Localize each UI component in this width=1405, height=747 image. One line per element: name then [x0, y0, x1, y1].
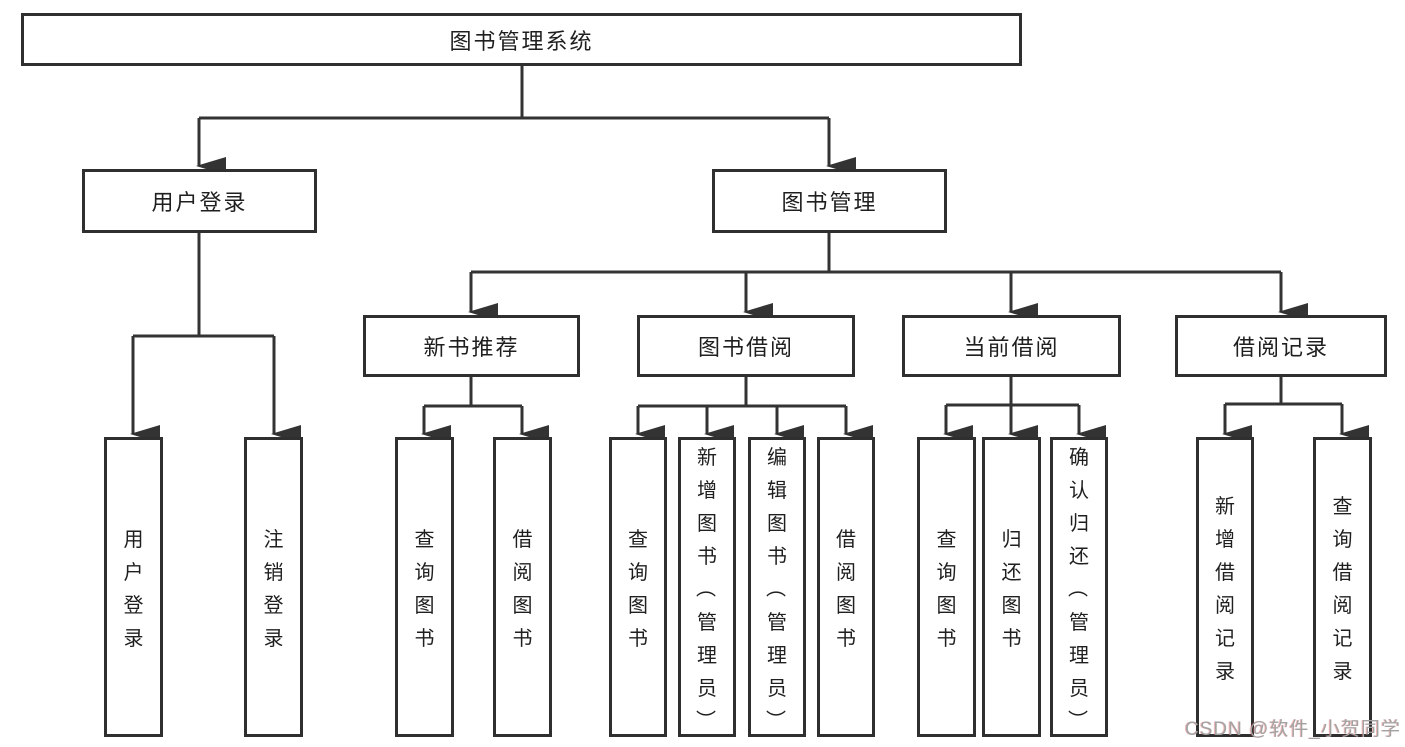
node-label: 查询借阅记录 — [1332, 496, 1353, 683]
watermark: CSDN @软件_小贺同学 — [1185, 719, 1401, 740]
leaf-borrow-books: 借阅图书 — [817, 437, 875, 737]
node-label: 新书推荐 — [423, 335, 520, 360]
leaf-query-books-borrow: 查询图书 — [609, 437, 667, 737]
node-label: 查询图书 — [936, 529, 957, 650]
node-user-login: 用户登录 — [82, 169, 317, 233]
node-label: 图书管理系统 — [449, 28, 594, 54]
node-label: 图书管理 — [781, 190, 878, 215]
leaf-query-books-recommend: 查询图书 — [395, 437, 454, 737]
node-library-management-system: 图书管理系统 — [21, 13, 1022, 66]
leaf-add-books-admin: 新增图书（管理员） — [678, 437, 736, 737]
leaf-logout: 注销登录 — [244, 437, 303, 737]
node-label: 查询图书 — [414, 529, 435, 650]
node-new-book-recommendation: 新书推荐 — [363, 315, 580, 377]
leaf-edit-books-admin: 编辑图书（管理员） — [748, 437, 806, 737]
leaf-user-login: 用户登录 — [104, 437, 163, 737]
node-label: 新增借阅记录 — [1215, 496, 1235, 683]
node-book-borrowing: 图书借阅 — [637, 315, 855, 377]
node-current-borrowing: 当前借阅 — [902, 315, 1121, 377]
leaf-borrow-books-recommend: 借阅图书 — [493, 437, 552, 737]
node-label: 当前借阅 — [963, 335, 1060, 360]
node-book-management: 图书管理 — [712, 169, 947, 233]
node-label: 用户登录 — [151, 190, 248, 215]
node-label: 用户登录 — [123, 529, 144, 650]
node-label: 借阅图书 — [836, 529, 856, 650]
leaf-add-borrow-record: 新增借阅记录 — [1196, 437, 1254, 737]
node-label: 编辑图书（管理员） — [763, 446, 788, 730]
node-label: 借阅图书 — [512, 529, 533, 650]
node-label: 借阅记录 — [1232, 335, 1329, 360]
leaf-query-books-current: 查询图书 — [917, 437, 976, 737]
node-label: 查询图书 — [628, 529, 648, 650]
node-label: 图书借阅 — [697, 335, 794, 360]
node-borrowing-records: 借阅记录 — [1175, 315, 1387, 377]
node-label: 归还图书 — [1001, 529, 1022, 650]
node-label: 确认归还（管理员） — [1065, 446, 1090, 730]
node-label: 注销登录 — [263, 529, 284, 650]
leaf-return-books: 归还图书 — [982, 437, 1041, 737]
leaf-query-borrow-record: 查询借阅记录 — [1313, 437, 1372, 737]
leaf-confirm-return-admin: 确认归还（管理员） — [1050, 437, 1108, 737]
node-label: 新增图书（管理员） — [693, 446, 718, 730]
